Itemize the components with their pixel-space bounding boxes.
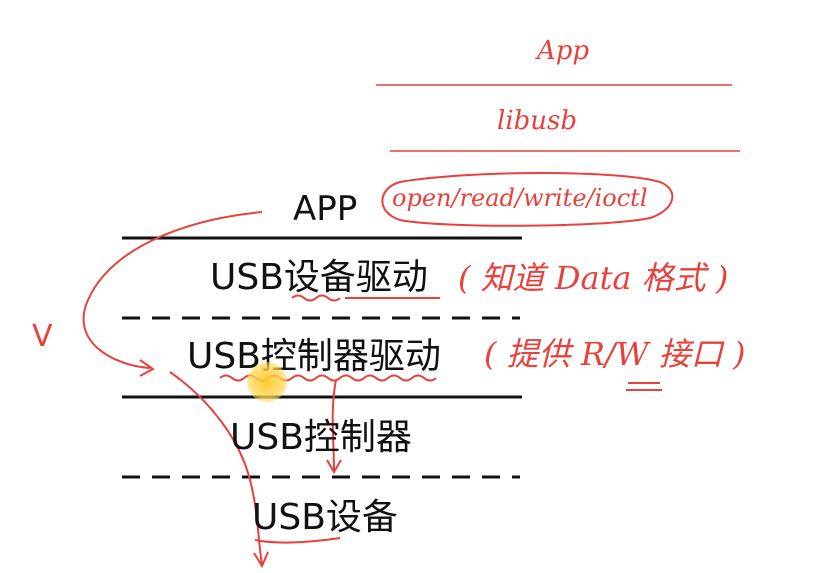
layer-app-label: APP (293, 189, 358, 229)
note-check-mark: V (32, 319, 53, 354)
driver-to-device-arrow (331, 379, 337, 471)
driver-to-device-arrowhead (326, 459, 342, 474)
note-libusb: libusb (497, 106, 578, 136)
flow-arrow-curve (82, 211, 263, 369)
note-syscalls: open/read/write/ioctl (392, 184, 648, 212)
layer-usb-controller-label: USB控制器 (230, 417, 412, 458)
layer-usb-controller-driver-label: USB控制器驱动 (187, 336, 441, 377)
layer-usb-device-label: USB设备 (252, 497, 398, 538)
syscall-ellipse (381, 172, 674, 227)
note-device-driver: ( 知道 Data 格式 ) (458, 259, 729, 297)
note-top-app: App (537, 36, 590, 66)
wavy-underline-device (291, 294, 341, 302)
flow-arrow-down (169, 371, 263, 566)
underline-usb-device (254, 537, 341, 544)
flow-arrowhead-1 (139, 359, 155, 377)
flow-arrowhead-2 (253, 551, 269, 569)
layer-usb-device-driver-label: USB设备驱动 (210, 257, 428, 298)
note-controller-driver: ( 提供 R/W 接口 ) (484, 335, 746, 373)
cursor-highlight (247, 362, 287, 402)
